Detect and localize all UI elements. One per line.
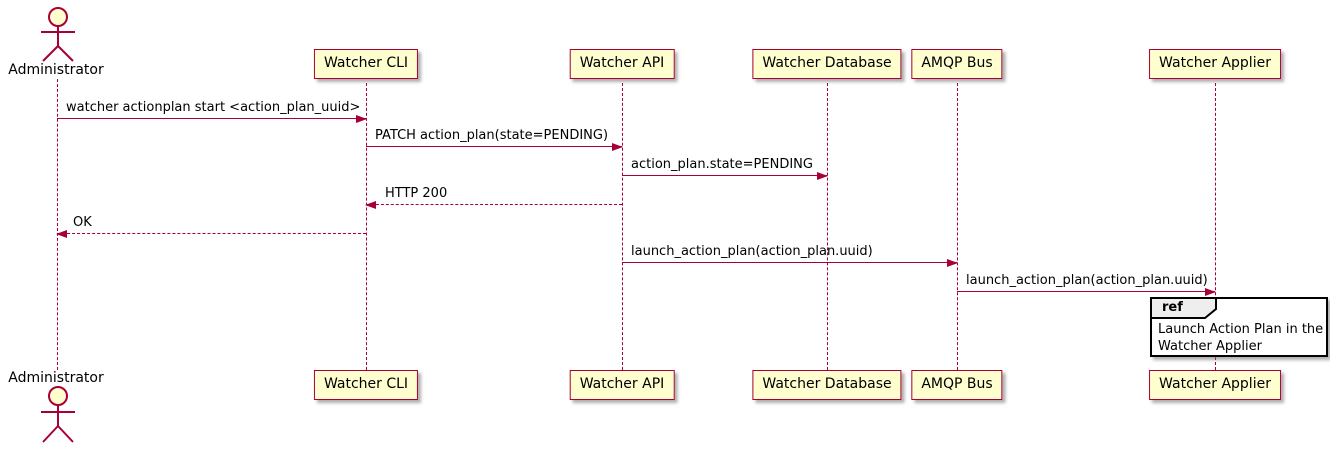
lifeline-watcher-cli xyxy=(366,83,367,370)
participant-box-watcher-cli-bottom: Watcher CLI xyxy=(313,370,419,400)
ref-fragment: ref Launch Action Plan in the Watcher Ap… xyxy=(1150,297,1328,357)
message-arrow xyxy=(622,172,828,180)
ref-keyword: ref xyxy=(1162,300,1183,315)
participant-box-watcher-api-bottom: Watcher API xyxy=(569,370,675,400)
message-label: launch_action_plan(action_plan.uuid) xyxy=(966,273,1208,288)
participant-box-amqp-bus-top: AMQP Bus xyxy=(911,49,1003,79)
message-label: launch_action_plan(action_plan.uuid) xyxy=(631,244,873,259)
message-label: HTTP 200 xyxy=(385,186,448,201)
lifeline-watcher-database xyxy=(827,83,828,370)
participant-box-watcher-cli-top: Watcher CLI xyxy=(313,49,419,79)
actor-icon-bottom xyxy=(41,386,75,443)
participant-box-watcher-database-bottom: Watcher Database xyxy=(752,370,902,400)
actor-icon xyxy=(41,7,75,62)
message-arrow xyxy=(365,201,622,209)
message-label: PATCH action_plan(state=PENDING) xyxy=(375,128,609,143)
message-label: watcher actionplan start <action_plan_uu… xyxy=(66,100,361,115)
actor-label: Administrator xyxy=(8,62,104,78)
participant-box-watcher-api-top: Watcher API xyxy=(569,49,675,79)
arrowhead-icon xyxy=(356,115,367,123)
participant-box-watcher-database-top: Watcher Database xyxy=(752,49,902,79)
arrowhead-icon xyxy=(817,172,828,180)
actor-label-bottom: Administrator xyxy=(8,370,104,386)
ref-body: Launch Action Plan in the Watcher Applie… xyxy=(1158,321,1324,355)
arrowhead-icon xyxy=(1205,288,1216,296)
message-arrow xyxy=(366,143,623,151)
arrowhead-icon xyxy=(947,259,958,267)
message-arrow xyxy=(57,115,367,123)
lifeline-amqp-bus xyxy=(957,83,958,370)
participant-box-watcher-applier-top: Watcher Applier xyxy=(1149,49,1281,79)
ref-body-line: Launch Action Plan in the xyxy=(1158,322,1324,337)
message-arrow xyxy=(622,259,958,267)
ref-body-line: Watcher Applier xyxy=(1158,339,1262,354)
message-arrow xyxy=(56,230,366,238)
arrowhead-icon xyxy=(365,201,376,209)
message-label: OK xyxy=(73,215,92,230)
message-label: action_plan.state=PENDING xyxy=(631,157,813,172)
participant-box-amqp-bus-bottom: AMQP Bus xyxy=(911,370,1003,400)
arrowhead-icon xyxy=(612,143,623,151)
arrowhead-icon xyxy=(56,230,67,238)
participant-box-watcher-applier-bottom: Watcher Applier xyxy=(1149,370,1281,400)
lifeline-watcher-api xyxy=(622,83,623,370)
message-arrow xyxy=(957,288,1216,296)
lifeline-administrator xyxy=(57,79,58,370)
lifeline-watcher-applier xyxy=(1215,83,1216,370)
ref-header-shape xyxy=(1150,297,1217,319)
